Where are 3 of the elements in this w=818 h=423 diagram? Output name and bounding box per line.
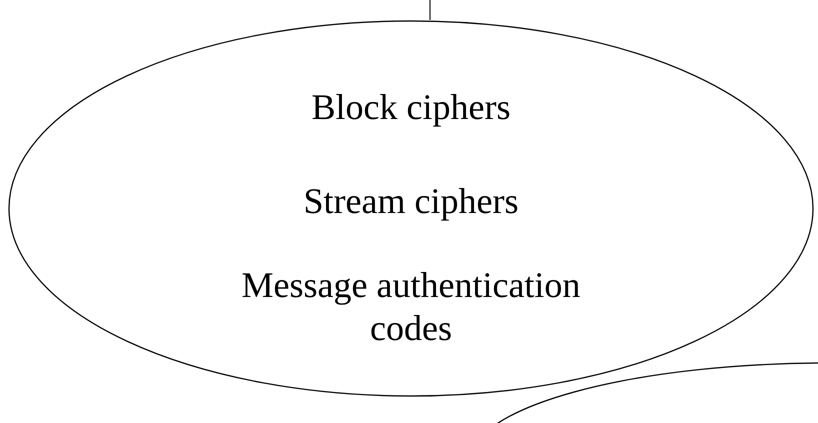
node-label: Message authentication codes (240, 264, 582, 350)
node-label: Stream ciphers (302, 180, 520, 223)
node-label: Block ciphers (310, 86, 512, 129)
